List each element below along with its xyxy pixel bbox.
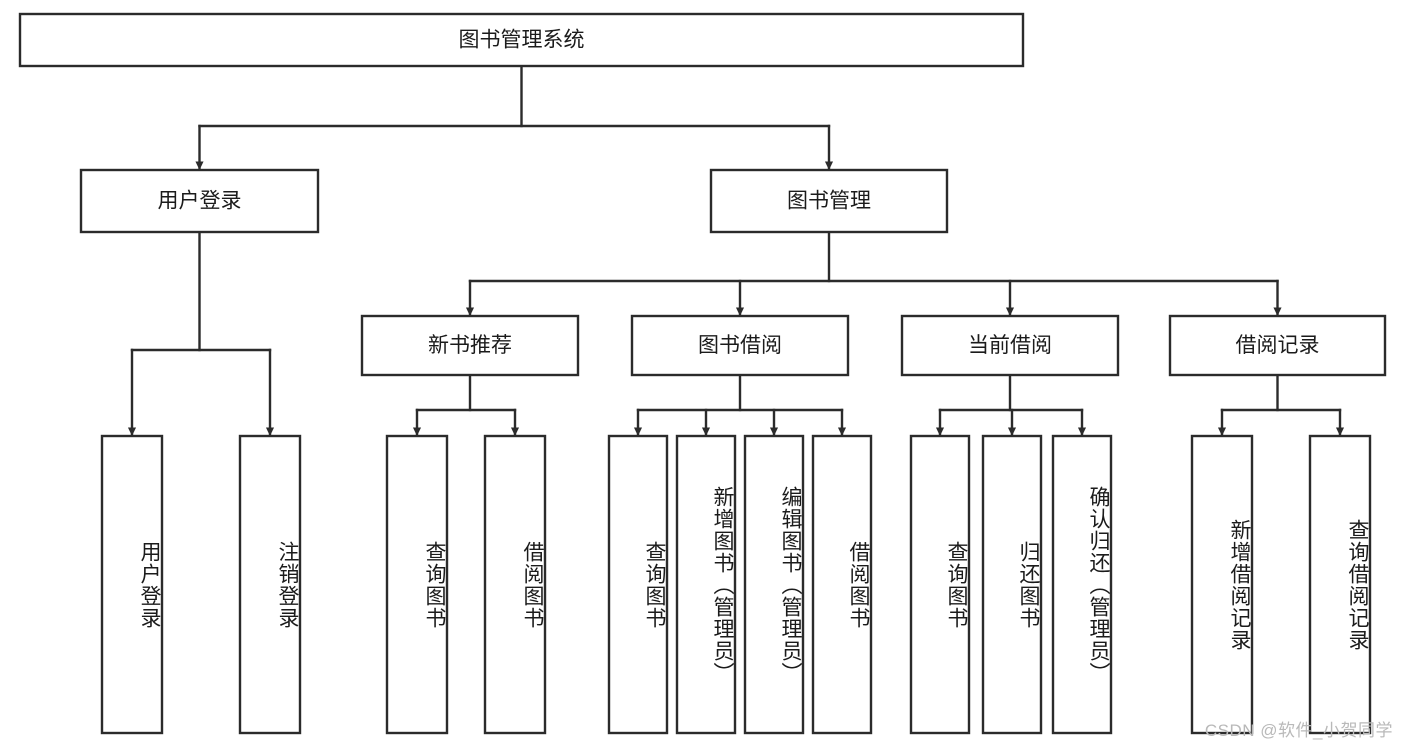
- boxes-layer: [18, 12, 1387, 735]
- csdn-watermark: CSDN @软件_小贺同学: [1204, 721, 1393, 740]
- node-box-leaf-user-login[interactable]: [100, 434, 164, 735]
- node-box-leaf-cb-query[interactable]: [909, 434, 971, 735]
- node-label-borrow-record: 借阅记录: [1236, 334, 1320, 357]
- node-box-leaf-cb-confirm[interactable]: [1051, 434, 1113, 735]
- node-box-leaf-bb-edit[interactable]: [743, 434, 805, 735]
- node-label-book-borrow: 图书借阅: [698, 334, 782, 357]
- edges-layer: [127, 64, 1345, 437]
- node-box-leaf-bb-add[interactable]: [675, 434, 737, 735]
- node-box-leaf-nbr-query[interactable]: [385, 434, 449, 735]
- node-box-new-book-rec[interactable]: [360, 314, 580, 377]
- node-label-user-login: 用户登录: [158, 190, 242, 213]
- node-box-user-login[interactable]: [79, 168, 320, 234]
- node-box-book-manage[interactable]: [709, 168, 949, 234]
- node-label-new-book-rec: 新书推荐: [428, 334, 512, 357]
- node-label-root: 图书管理系统: [459, 29, 585, 52]
- node-box-book-borrow[interactable]: [630, 314, 850, 377]
- node-box-leaf-br-add[interactable]: [1190, 434, 1254, 735]
- node-box-leaf-br-query[interactable]: [1308, 434, 1372, 735]
- node-box-current-borrow[interactable]: [900, 314, 1120, 377]
- node-label-book-manage: 图书管理: [787, 190, 871, 213]
- node-box-borrow-record[interactable]: [1168, 314, 1387, 377]
- node-label-current-borrow: 当前借阅: [968, 334, 1052, 357]
- node-box-leaf-logout[interactable]: [238, 434, 302, 735]
- node-box-leaf-nbr-borrow[interactable]: [483, 434, 547, 735]
- node-box-leaf-bb-query[interactable]: [607, 434, 669, 735]
- node-box-root[interactable]: [18, 12, 1025, 68]
- node-box-leaf-cb-return[interactable]: [981, 434, 1043, 735]
- node-box-leaf-bb-borrow[interactable]: [811, 434, 873, 735]
